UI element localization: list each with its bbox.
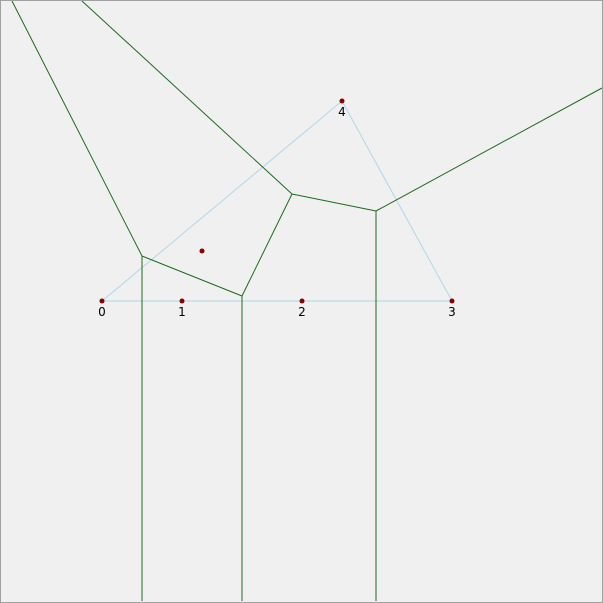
site-point-0 [99, 298, 105, 304]
voronoi-edge-8 [375, 87, 603, 212]
voronoi-edge-2 [141, 255, 243, 297]
site-point-1 [179, 298, 185, 304]
site-label-2: 2 [298, 305, 306, 319]
site-layer: 0 1 2 3 4 [98, 98, 456, 319]
site-point-5 [199, 248, 205, 254]
site-point-3 [449, 298, 455, 304]
voronoi-edge-5 [81, 0, 293, 195]
site-label-3: 3 [448, 305, 456, 319]
voronoi-layer [11, 0, 603, 601]
voronoi-edge-6 [291, 193, 377, 212]
site-label-0: 0 [98, 305, 106, 319]
voronoi-edge-0 [11, 0, 143, 257]
site-label-1: 1 [178, 305, 186, 319]
hull-edge-1 [341, 100, 453, 302]
voronoi-edge-4 [241, 193, 293, 297]
site-point-2 [299, 298, 305, 304]
site-point-4 [339, 98, 345, 104]
site-label-4: 4 [338, 105, 346, 119]
